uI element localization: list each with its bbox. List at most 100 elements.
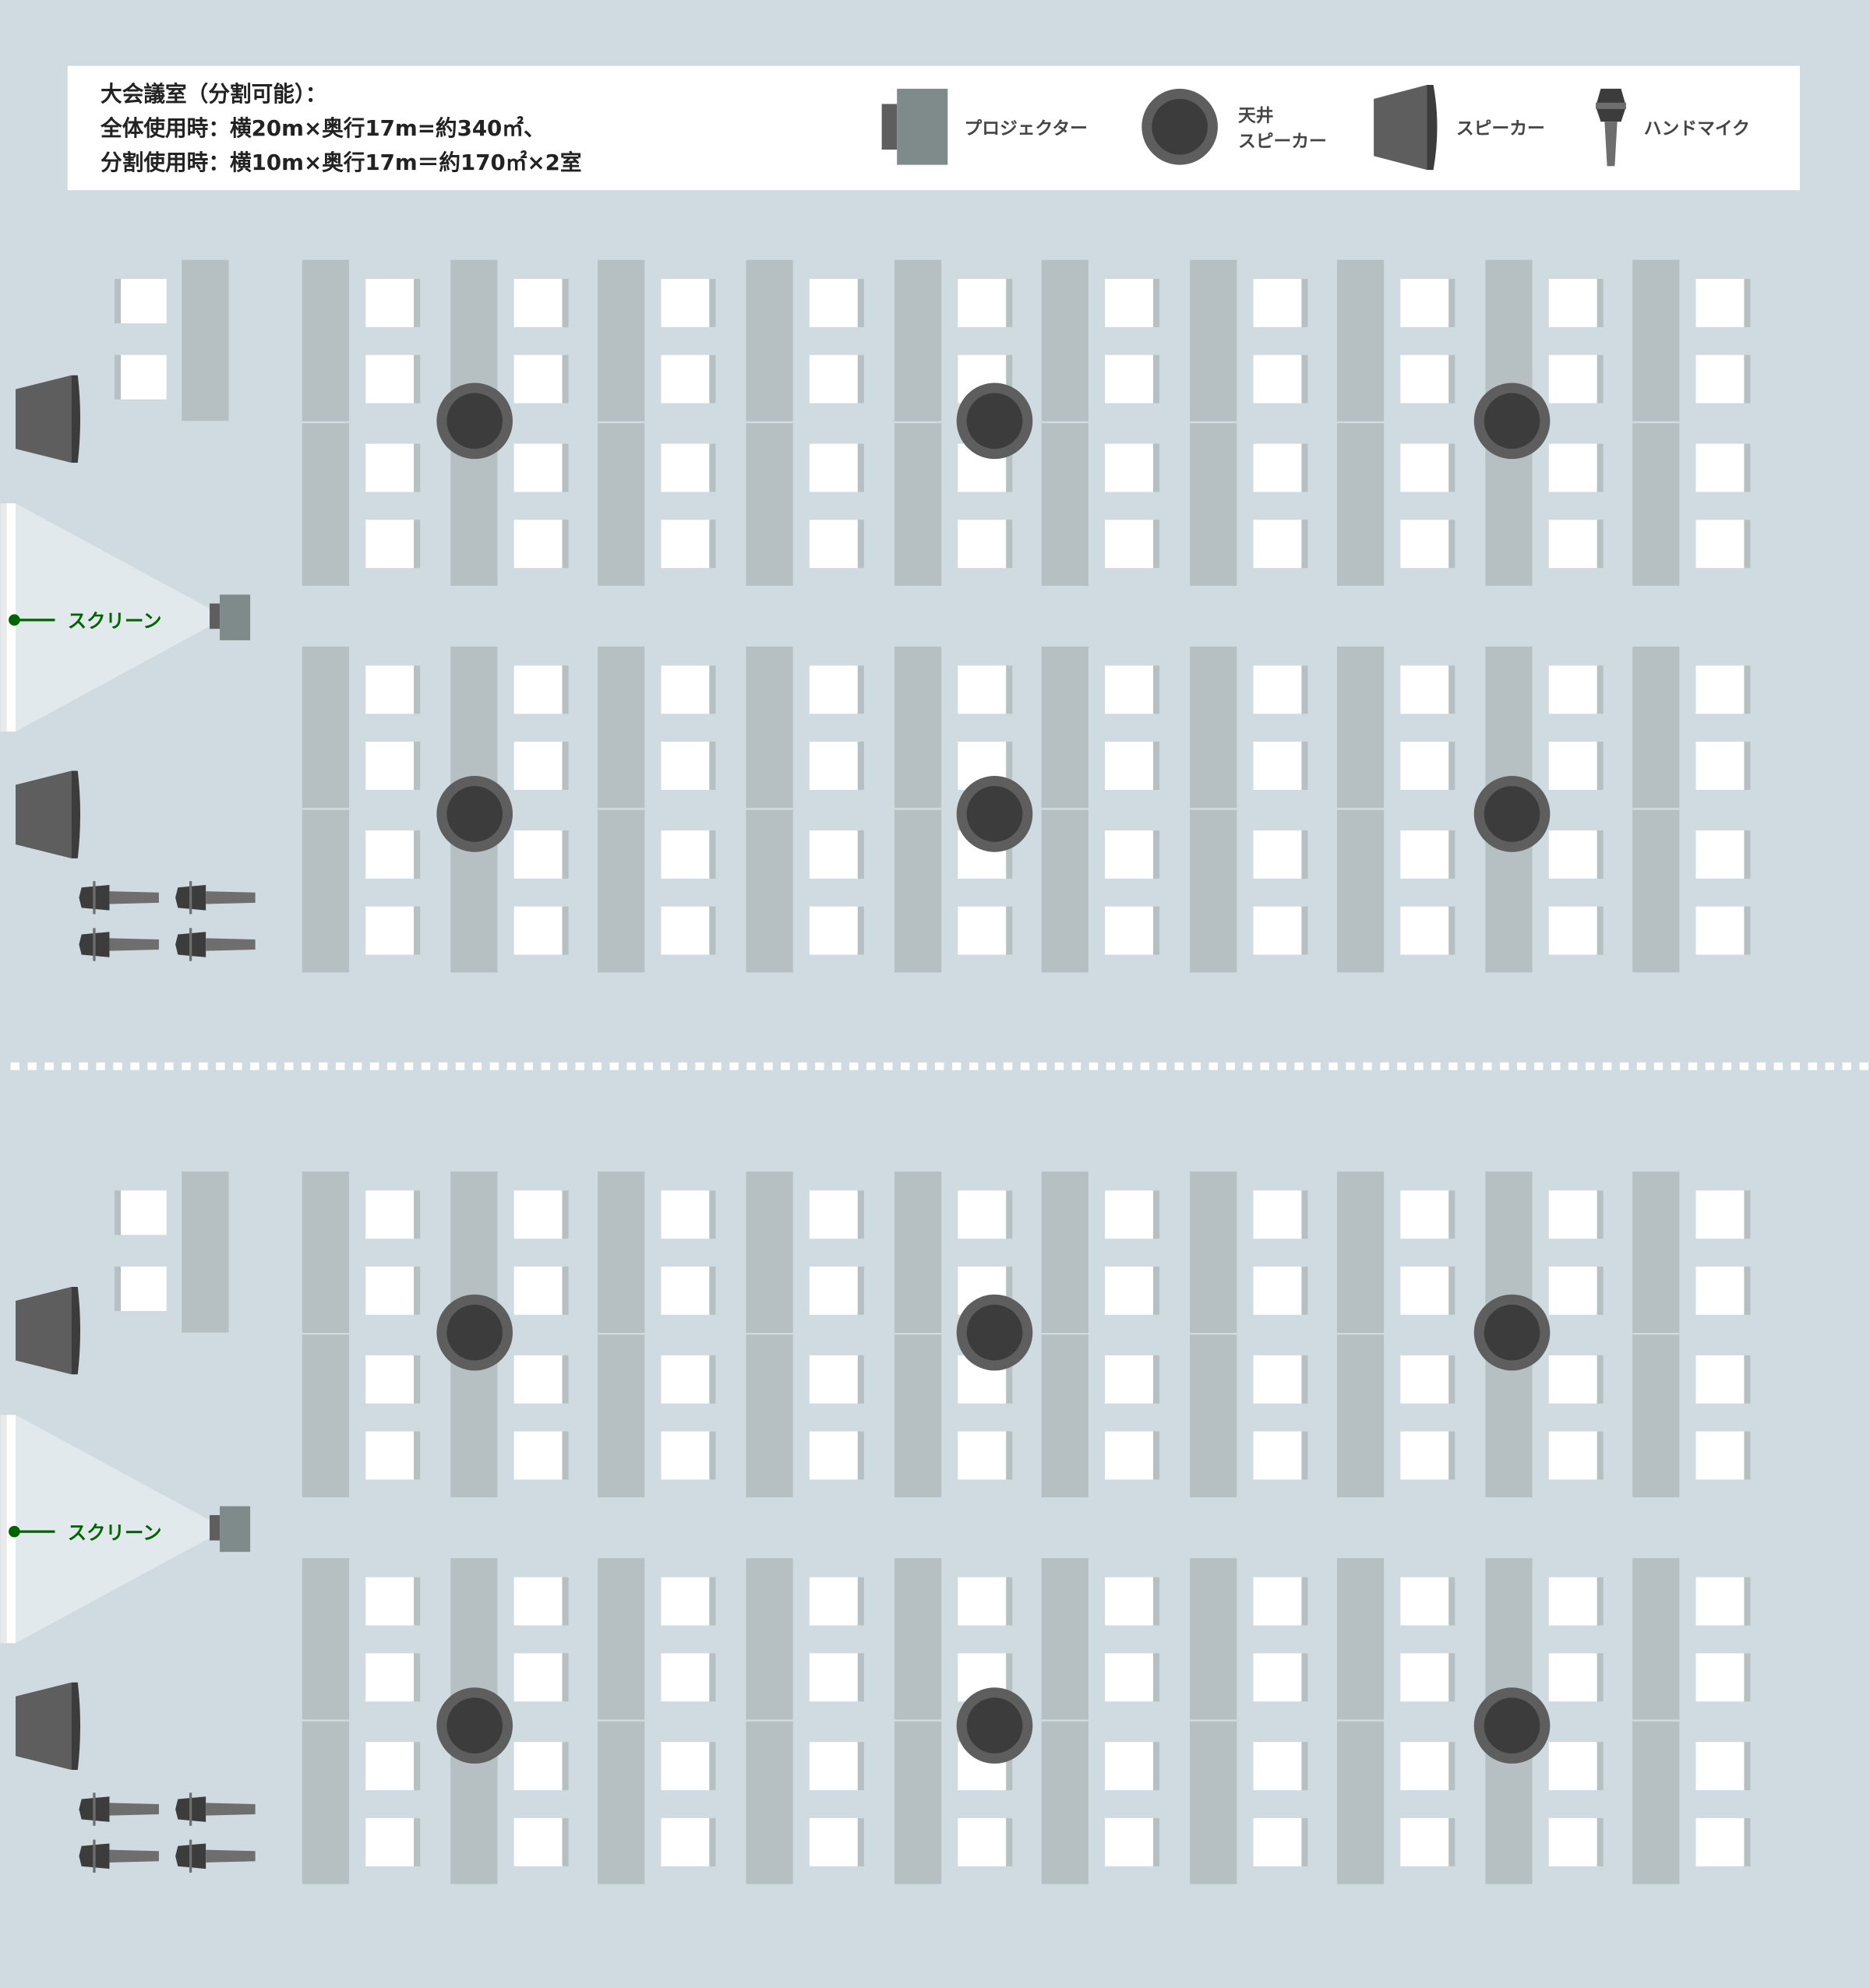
divider-dash [1773,1062,1784,1070]
chair [1105,1653,1153,1702]
chair [365,742,415,790]
chair-shadow [1597,830,1604,879]
chair-shadow [709,1742,716,1791]
chair [1400,1266,1449,1315]
divider-dash [986,1062,996,1070]
chair-shadow [709,830,716,879]
divider-dash [352,1062,362,1070]
hand-mic-icon [175,881,256,915]
chair-shadow [1597,1355,1604,1404]
speaker-icon [16,375,81,464]
chair [1253,354,1302,404]
hand-mic-icon [79,1839,159,1873]
chair [365,1817,415,1866]
chair-shadow [857,1817,864,1866]
chair [513,1190,563,1239]
chair [1253,1577,1302,1626]
hand-mic-icon [1595,88,1627,167]
chair-shadow [562,1355,569,1404]
chair [513,665,563,714]
ceiling-speaker-icon [1473,1294,1551,1371]
chair-shadow [709,1190,716,1239]
divider-dash [472,1062,482,1070]
divider-dash [901,1062,910,1070]
chair-shadow [1301,1431,1308,1480]
chair [1695,1355,1745,1404]
chair-shadow [1448,830,1455,879]
chair-shadow [1448,1577,1455,1626]
room-1: スクリーン [0,259,1751,973]
divider-dash [113,1062,122,1070]
divider-dash [421,1062,431,1070]
divider-dash [199,1062,208,1070]
chair-shadow [1744,1653,1751,1702]
chair [1105,665,1153,714]
chair-shadow [709,742,716,790]
chair [661,1817,710,1866]
divider-dash [96,1062,105,1070]
divider-dash [1551,1062,1561,1070]
chair [809,443,858,492]
divider-dash [1705,1062,1715,1070]
chair-shadow [114,279,122,324]
chair [513,443,563,492]
partition-divider [10,1062,1868,1070]
chair-shadow [1301,520,1308,569]
hand-mic-icon [79,881,159,915]
divider-dash [79,1062,88,1070]
divider-dash [918,1062,927,1070]
divider-dash [1671,1062,1681,1070]
chair-shadow [709,1817,716,1866]
divider-dash [1380,1062,1389,1070]
divider-dash [182,1062,191,1070]
chair-shadow [1006,520,1013,569]
chair [1105,1355,1153,1404]
divider-dash [1106,1062,1116,1070]
chair [1548,354,1597,404]
chair-shadow [562,1190,569,1239]
divider-dash [678,1062,687,1070]
divider-dash [1020,1062,1030,1070]
chair [1253,1355,1302,1404]
room-title: 大会議室（分割可能）： [101,81,326,107]
chair [1400,520,1449,569]
front-table [182,259,229,421]
chair [1548,742,1597,790]
divider-dash [1585,1062,1595,1070]
chair-shadow [1301,1266,1308,1315]
divider-dash [27,1062,37,1070]
chair [809,1742,858,1791]
chair [809,665,858,714]
divider-dash [216,1062,225,1070]
divider-dash [319,1062,328,1070]
chair-shadow [857,1577,864,1626]
chair [365,1266,415,1315]
chair-shadow [1006,443,1013,492]
divider-dash [302,1062,311,1070]
chair [1400,1190,1449,1239]
chair-shadow [414,354,421,404]
chair-shadow [1152,443,1160,492]
divider-dash [1448,1062,1458,1070]
projector-icon [210,1506,251,1553]
divider-dash [1825,1062,1834,1070]
divider-dash [1208,1062,1218,1070]
divider-dash [1636,1062,1646,1070]
chair-shadow [1597,1577,1604,1626]
chair-shadow [1744,1266,1751,1315]
split-use-size: 分割使用時：横10m×奥行17m＝約170㎡×2室 [101,150,581,175]
chair-shadow [857,1266,864,1315]
chair-shadow [1152,279,1160,327]
chair [1253,665,1302,714]
chair [661,1742,710,1791]
chair [809,1577,858,1626]
chair-shadow [414,1190,421,1239]
chair-shadow [1448,906,1455,955]
chair [1695,906,1745,955]
divider-dash [1431,1062,1441,1070]
chair-shadow [414,1817,421,1866]
chair-shadow [1301,1355,1308,1404]
room-2: スクリーン [0,1171,1751,1884]
chair [958,279,1007,327]
chair [1548,1190,1597,1239]
